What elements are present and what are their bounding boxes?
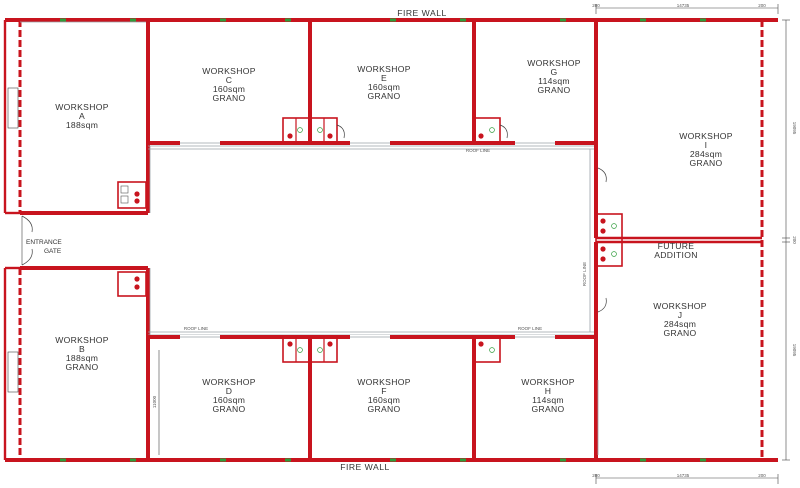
svg-text:284sqm: 284sqm [664,319,696,329]
entrance-label-1: ENTRANCE [26,239,62,246]
svg-text:160sqm: 160sqm [213,84,245,94]
svg-text:GRANO: GRANO [531,404,564,414]
svg-text:160sqm: 160sqm [368,395,400,405]
svg-text:GRANO: GRANO [212,93,245,103]
svg-text:188sqm: 188sqm [66,353,98,363]
svg-text:WORKSHOP: WORKSHOP [55,335,109,345]
roof-line-bottom-left: ROOF LINE [184,326,208,331]
fire-wall-top [5,18,778,22]
svg-text:F: F [381,386,387,396]
workshop-g-label: WORKSHOP G 114sqm GRANO [527,58,581,95]
svg-text:WORKSHOP: WORKSHOP [202,377,256,387]
svg-text:WORKSHOP: WORKSHOP [527,58,581,68]
svg-text:114sqm: 114sqm [532,395,564,405]
svg-text:WORKSHOP: WORKSHOP [653,301,707,311]
svg-text:G: G [551,67,558,77]
future-addition-label-1: FUTURE [658,241,695,251]
workshop-ij-walls [595,167,762,455]
dim-top-left: 200 [592,3,600,8]
svg-text:160sqm: 160sqm [368,82,400,92]
svg-text:114sqm: 114sqm [538,76,570,86]
dim-bottom-mid: 14735 [677,473,690,478]
svg-text:GRANO: GRANO [367,404,400,414]
central-yard [148,145,596,336]
roof-line-right: ROOF LINE [582,262,587,286]
dim-left-inner: 11000 [152,395,157,408]
svg-text:WORKSHOP: WORKSHOP [202,66,256,76]
left-outer-wall [3,20,22,460]
svg-text:GRANO: GRANO [367,91,400,101]
svg-text:188sqm: 188sqm [66,120,98,130]
bottom-row-walls [148,242,598,460]
svg-text:GRANO: GRANO [689,158,722,168]
svg-text:C: C [226,75,233,85]
svg-text:GRANO: GRANO [65,362,98,372]
svg-text:J: J [678,310,683,320]
workshop-a-label: WORKSHOP A 188sqm [55,102,109,130]
workshop-e-label: WORKSHOP E 160sqm GRANO [357,64,411,101]
svg-text:I: I [705,140,708,150]
dim-right-mid: 200 [792,236,797,244]
svg-text:WORKSHOP: WORKSHOP [55,102,109,112]
workshop-j-label: WORKSHOP J 284sqm GRANO [653,301,707,338]
workshop-d-label: WORKSHOP D 160sqm GRANO [202,377,256,414]
dimension-lines [595,4,790,484]
workshop-i-label: WORKSHOP I 284sqm GRANO [679,131,733,168]
workshop-h-label: WORKSHOP H 114sqm GRANO [521,377,575,414]
workshop-b-label: WORKSHOP B 188sqm GRANO [55,335,109,372]
top-row-walls [148,20,598,238]
future-addition-label-2: ADDITION [654,250,697,260]
workshop-a-walls [20,20,150,215]
fire-wall-bottom [5,458,778,462]
svg-text:E: E [381,73,387,83]
svg-text:WORKSHOP: WORKSHOP [357,377,411,387]
svg-text:WORKSHOP: WORKSHOP [521,377,575,387]
entrance-gate-doors [21,215,33,266]
svg-text:GRANO: GRANO [537,85,570,95]
dim-right-upper: 19095 [792,122,797,135]
workshop-b-walls [20,266,150,460]
svg-text:H: H [545,386,552,396]
svg-text:D: D [226,386,233,396]
svg-text:284sqm: 284sqm [690,149,722,159]
svg-text:WORKSHOP: WORKSHOP [357,64,411,74]
entrance-label-2: GATE [44,248,62,255]
roof-line-top: ROOF LINE [466,148,490,153]
svg-text:WORKSHOP: WORKSHOP [679,131,733,141]
dim-bottom-left: 200 [592,473,600,478]
dim-bottom-right: 200 [758,473,766,478]
svg-text:GRANO: GRANO [212,404,245,414]
fire-wall-bottom-label: FIRE WALL [340,462,390,472]
dim-right-lower: 19095 [792,344,797,357]
dim-top-mid: 14735 [677,3,690,8]
roof-line-bottom-right: ROOF LINE [518,326,542,331]
dim-top-right: 200 [758,3,766,8]
svg-text:GRANO: GRANO [663,328,696,338]
workshop-c-label: WORKSHOP C 160sqm GRANO [202,66,256,103]
svg-text:160sqm: 160sqm [213,395,245,405]
svg-text:B: B [79,344,85,354]
fire-wall-top-label: FIRE WALL [397,8,447,18]
workshop-f-label: WORKSHOP F 160sqm GRANO [357,377,411,414]
svg-text:A: A [79,111,85,121]
